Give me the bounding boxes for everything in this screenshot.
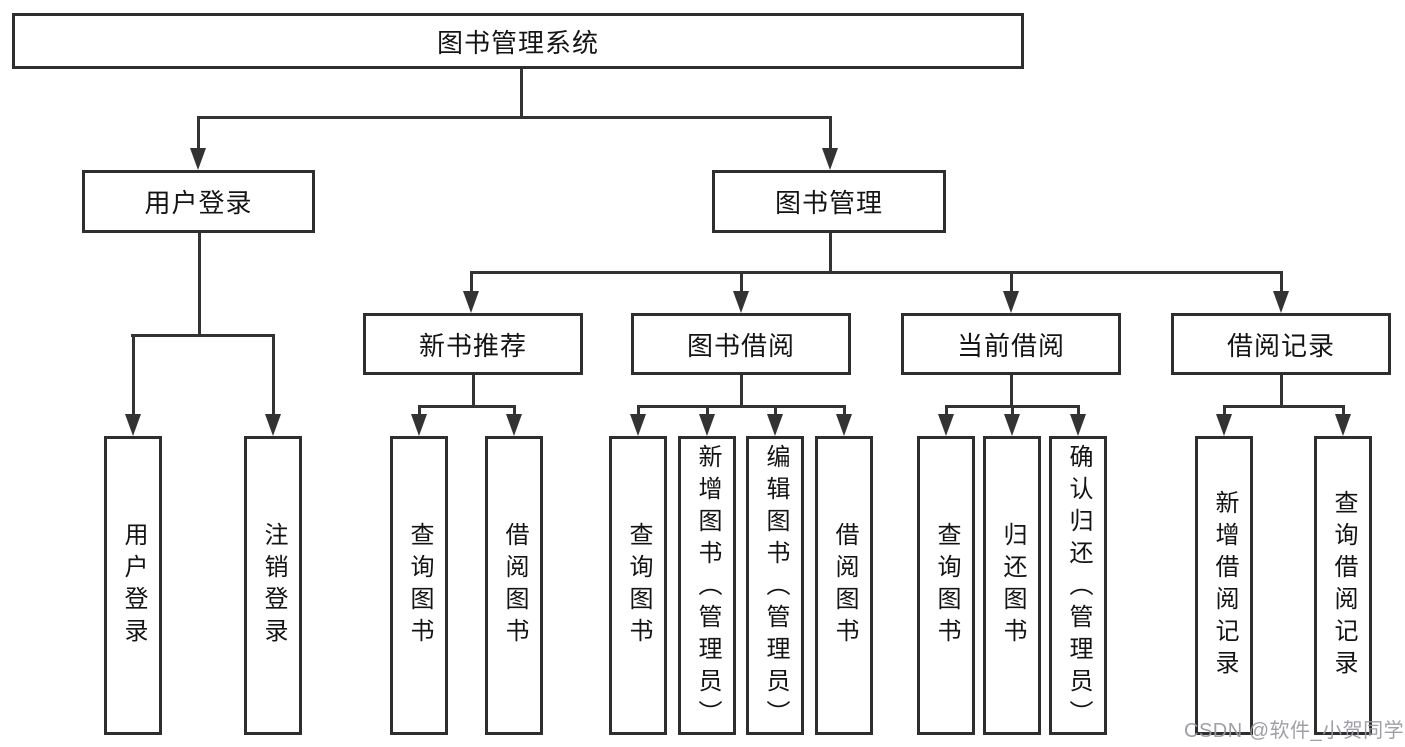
connector-arm — [1077, 405, 1080, 416]
node-new-book-recommend-label: 新书推荐 — [418, 330, 527, 361]
arrowhead-down-icon — [463, 291, 479, 313]
node-current-borrow-label: 当前借阅 — [956, 330, 1065, 361]
connector-line — [418, 405, 516, 408]
node-leaf-confirm-return-admin: 确认归还（管理员） — [1049, 436, 1107, 735]
connector-arm — [843, 405, 846, 416]
arrowhead-down-icon — [938, 414, 954, 436]
node-book-borrow: 图书借阅 — [631, 313, 851, 375]
node-leaf-return-book-label: 归还图书 — [999, 521, 1026, 650]
node-leaf-query-books-recommend-label: 查询图书 — [406, 521, 433, 650]
arrowhead-down-icon — [733, 291, 749, 313]
node-leaf-add-borrow-record: 新增借阅记录 — [1195, 436, 1253, 735]
node-book-borrow-label: 图书借阅 — [686, 330, 795, 361]
node-leaf-logout-label: 注销登录 — [260, 521, 287, 650]
connector-line — [1223, 405, 1345, 408]
node-leaf-logout: 注销登录 — [244, 436, 302, 735]
connector-stem — [520, 69, 523, 118]
connector-stem — [740, 375, 743, 408]
connector-arm — [774, 405, 777, 416]
node-current-borrow: 当前借阅 — [901, 313, 1121, 375]
node-leaf-borrow-books-recommend-label: 借阅图书 — [501, 521, 528, 650]
node-leaf-query-books-current: 查询图书 — [917, 436, 975, 735]
connector-arm — [1280, 271, 1283, 295]
node-root-label: 图书管理系统 — [436, 27, 599, 58]
connector-line — [131, 334, 275, 337]
node-borrow-records: 借阅记录 — [1171, 313, 1391, 375]
node-leaf-edit-book-admin-label: 编辑图书（管理员） — [762, 444, 789, 732]
connector-arm — [132, 334, 135, 416]
connector-stem — [829, 233, 832, 274]
node-book-management: 图书管理 — [712, 170, 946, 233]
arrowhead-down-icon — [1335, 414, 1351, 436]
connector-arm — [829, 116, 832, 150]
arrowhead-down-icon — [411, 414, 427, 436]
arrowhead-down-icon — [1003, 291, 1019, 313]
node-leaf-user-login-label: 用户登录 — [120, 521, 147, 650]
connector-stem — [1280, 375, 1283, 408]
node-new-book-recommend: 新书推荐 — [363, 313, 583, 375]
node-leaf-query-books-borrow-label: 查询图书 — [625, 521, 652, 650]
node-book-management-label: 图书管理 — [774, 188, 883, 218]
csdn-watermark: CSDN @软件_小贺同学 — [1184, 720, 1405, 742]
node-leaf-query-books-current-label: 查询图书 — [933, 521, 960, 650]
connector-arm — [470, 271, 473, 295]
connector-stem — [472, 375, 475, 408]
node-leaf-add-borrow-record-label: 新增借阅记录 — [1211, 489, 1238, 682]
connector-arm — [945, 405, 948, 416]
connector-arm — [272, 334, 275, 416]
node-borrow-records-label: 借阅记录 — [1226, 330, 1335, 361]
node-root: 图书管理系统 — [12, 13, 1024, 69]
node-leaf-return-book: 归还图书 — [983, 436, 1041, 735]
arrowhead-down-icon — [630, 414, 646, 436]
connector-arm — [418, 405, 421, 416]
arrowhead-down-icon — [190, 148, 206, 170]
connector-arm — [1011, 405, 1014, 416]
node-leaf-confirm-return-admin-label: 确认归还（管理员） — [1065, 444, 1092, 732]
node-leaf-add-book-admin: 新增图书（管理员） — [678, 436, 736, 735]
arrowhead-down-icon — [767, 414, 783, 436]
arrowhead-down-icon — [265, 414, 281, 436]
node-leaf-add-book-admin-label: 新增图书（管理员） — [694, 444, 721, 732]
connector-arm — [740, 271, 743, 295]
arrowhead-down-icon — [506, 414, 522, 436]
node-leaf-borrow-books-recommend: 借阅图书 — [485, 436, 543, 735]
connector-arm — [1342, 405, 1345, 416]
arrowhead-down-icon — [822, 148, 838, 170]
connector-arm — [513, 405, 516, 416]
node-user-login-label: 用户登录 — [144, 188, 253, 218]
arrowhead-down-icon — [1273, 291, 1289, 313]
node-leaf-query-books-borrow: 查询图书 — [609, 436, 667, 735]
arrowhead-down-icon — [125, 414, 141, 436]
connector-stem — [1010, 375, 1013, 408]
node-leaf-edit-book-admin: 编辑图书（管理员） — [746, 436, 804, 735]
connector-arm — [1223, 405, 1226, 416]
arrowhead-down-icon — [1216, 414, 1232, 436]
connector-stem — [198, 233, 201, 337]
connector-arm — [706, 405, 709, 416]
connector-arm — [197, 116, 200, 150]
connector-arm — [1010, 271, 1013, 295]
node-user-login: 用户登录 — [82, 170, 315, 233]
node-leaf-user-login: 用户登录 — [104, 436, 162, 735]
arrowhead-down-icon — [699, 414, 715, 436]
node-leaf-query-books-recommend: 查询图书 — [390, 436, 448, 735]
node-leaf-borrow-books-label: 借阅图书 — [831, 521, 858, 650]
arrowhead-down-icon — [1070, 414, 1086, 436]
arrowhead-down-icon — [836, 414, 852, 436]
connector-line — [637, 405, 846, 408]
connector-arm — [637, 405, 640, 416]
node-leaf-query-borrow-record: 查询借阅记录 — [1314, 436, 1372, 735]
node-leaf-borrow-books: 借阅图书 — [815, 436, 873, 735]
node-leaf-query-borrow-record-label: 查询借阅记录 — [1330, 489, 1357, 682]
arrowhead-down-icon — [1004, 414, 1020, 436]
connector-line — [197, 116, 832, 119]
connector-line — [470, 271, 1283, 274]
